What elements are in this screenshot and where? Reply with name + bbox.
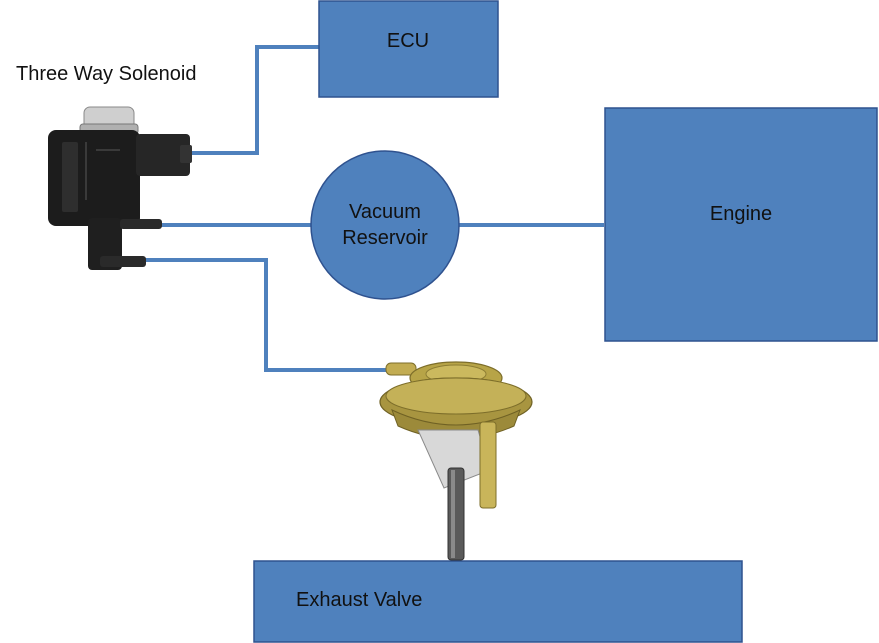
ecu-label: ECU xyxy=(387,30,429,52)
vacuum-reservoir: Vacuum Reservoir xyxy=(310,150,460,300)
vacuum-actuator-icon xyxy=(379,361,533,561)
solenoid-label: Three Way Solenoid xyxy=(16,63,196,85)
ecu-rect xyxy=(318,0,499,98)
ecu-box: ECU xyxy=(318,0,499,98)
exhaust-valve-rect xyxy=(253,560,743,643)
vacuum-reservoir-circle xyxy=(310,150,460,300)
engine-rect xyxy=(604,107,878,342)
engine-label: Engine xyxy=(710,203,772,225)
connector-solenoid-actuator xyxy=(144,258,388,372)
three-way-solenoid-icon xyxy=(48,106,192,270)
vacuum-reservoir-label-line2: Reservoir xyxy=(342,227,428,249)
engine-box: Engine xyxy=(604,107,878,342)
exhaust-valve-label: Exhaust Valve xyxy=(296,589,422,611)
exhaust-valve-box: Exhaust Valve xyxy=(253,560,743,643)
connectors xyxy=(144,45,604,372)
vacuum-reservoir-label-line1: Vacuum xyxy=(349,201,421,223)
connector-solenoid-ecu xyxy=(188,45,320,155)
